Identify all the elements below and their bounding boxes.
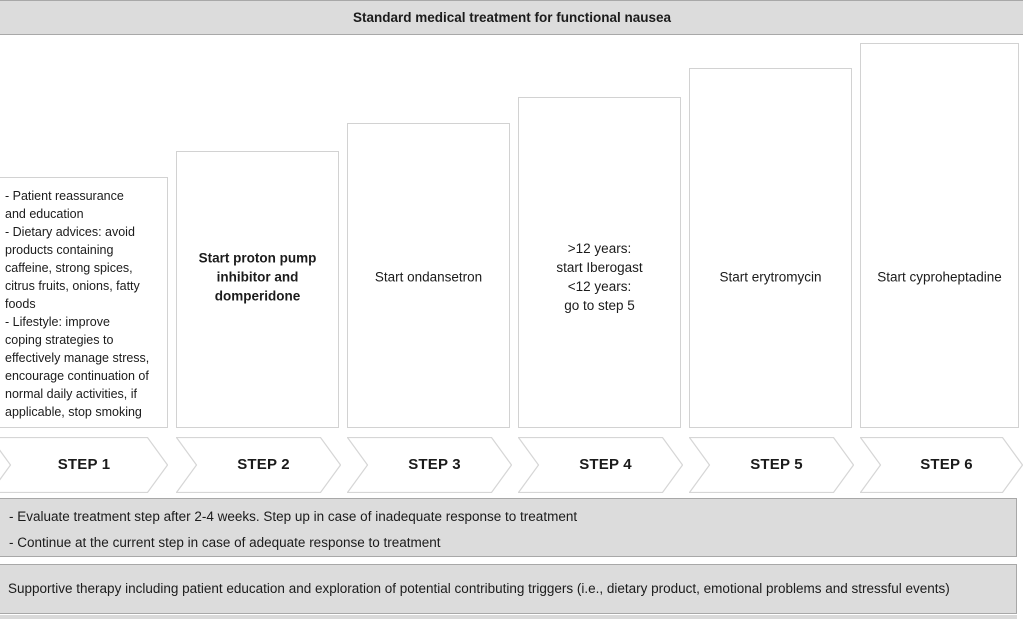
bottom-edge-strip <box>0 615 1017 619</box>
figure-title-bar: Standard medical treatment for functiona… <box>0 0 1023 35</box>
step6-label: STEP 6 <box>920 456 973 473</box>
step1-box-text: - Patient reassurance and education - Di… <box>5 189 150 419</box>
chevron-arrow-icon <box>518 437 683 493</box>
step3-box-text: Start ondansetron <box>374 269 483 285</box>
chevron-arrow-icon <box>860 437 1023 493</box>
step2-box-text: Start proton pump inhibitor and domperid… <box>198 250 317 304</box>
step1-label: STEP 1 <box>57 456 111 473</box>
step2-label: STEP 2 <box>237 456 290 473</box>
step5-box-text: Start erytromycin <box>719 269 822 285</box>
step3-chevron: STEP 3 <box>347 437 512 493</box>
supportive-therapy-bar: Supportive therapy including patient edu… <box>0 564 1017 614</box>
chevron-arrow-icon <box>689 437 854 493</box>
step4-chevron: STEP 4 <box>518 437 683 493</box>
chevron-arrow-icon <box>0 437 168 493</box>
figure-title: Standard medical treatment for functiona… <box>352 10 672 25</box>
evaluation-line-2: - Continue at the current step in case o… <box>9 535 441 550</box>
evaluation-line-1: - Evaluate treatment step after 2-4 week… <box>9 509 578 524</box>
supportive-therapy-text: Supportive therapy including patient edu… <box>8 581 950 596</box>
step2-box: Start proton pump inhibitor and domperid… <box>176 151 339 428</box>
step6-box: Start cyproheptadine <box>860 43 1019 428</box>
step4-box: >12 years: start Iberogast <12 years: go… <box>518 97 681 428</box>
step6-box-text: Start cyproheptadine <box>877 269 1002 285</box>
chevron-arrow-icon <box>347 437 512 493</box>
step5-label: STEP 5 <box>750 456 803 473</box>
step5-chevron: STEP 5 <box>689 437 854 493</box>
chevron-arrow-icon <box>176 437 341 493</box>
step1-chevron: STEP 1 <box>0 437 168 493</box>
step3-label: STEP 3 <box>408 456 461 473</box>
step4-label: STEP 4 <box>579 456 632 473</box>
step3-box: Start ondansetron <box>347 123 510 428</box>
step1-box: - Patient reassurance and education - Di… <box>0 177 168 428</box>
step5-box: Start erytromycin <box>689 68 852 428</box>
step2-chevron: STEP 2 <box>176 437 341 493</box>
step6-chevron: STEP 6 <box>860 437 1023 493</box>
evaluation-note-bar: - Evaluate treatment step after 2-4 week… <box>0 498 1017 557</box>
step4-box-text: >12 years: start Iberogast <12 years: go… <box>556 241 643 313</box>
